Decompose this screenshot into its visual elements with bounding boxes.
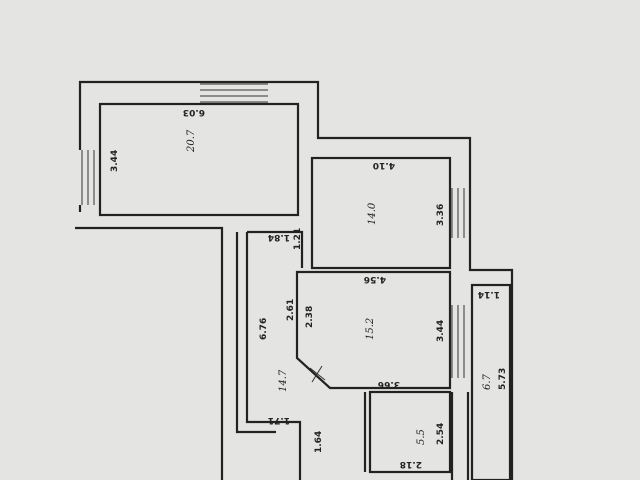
window-right (451, 188, 465, 238)
window-top (200, 83, 268, 103)
room-right-wall (310, 156, 452, 270)
dim-middle-wall-a: 2.61 (286, 299, 296, 321)
room-top-wall (98, 102, 300, 217)
dim-top-room-width: 6.03 (183, 107, 205, 117)
dim-bath-width: 2.18 (400, 459, 422, 469)
dim-entry-depth: 1.64 (314, 431, 324, 453)
dim-corridor-length: 6.76 (259, 318, 269, 340)
dim-bath-depth: 2.54 (436, 423, 446, 445)
window-middle (451, 305, 465, 378)
dim-corridor-top: 1.84 (268, 232, 290, 242)
outer-wall (78, 80, 514, 480)
outer-wall-left (75, 205, 224, 480)
area-balcony: 6.7 (482, 373, 493, 390)
dim-middle-room-width: 4.56 (364, 274, 386, 284)
bathroom-wall (368, 390, 452, 474)
dim-middle-room-depth: 3.44 (436, 320, 446, 342)
area-room-middle: 15.2 (365, 318, 376, 340)
window-left (81, 150, 95, 205)
area-room-right: 14.0 (367, 202, 378, 225)
dim-middle-wall-b: 2.38 (305, 306, 315, 328)
dim-middle-room-bottom: 3.66 (378, 379, 400, 389)
area-bathroom: 5.5 (416, 429, 427, 445)
dim-balcony-length: 5.73 (498, 368, 508, 390)
room-middle-wall (295, 270, 452, 390)
area-corridor: 14.7 (278, 369, 289, 392)
area-room-top: 20.7 (186, 129, 197, 153)
door-mark (309, 365, 326, 383)
right-wall (450, 392, 470, 480)
balcony-wall (470, 283, 512, 480)
dim-right-room-depth: 3.36 (436, 204, 446, 226)
dim-right-room-width: 4.10 (373, 160, 395, 170)
dim-corridor-door: 1.21 (293, 228, 303, 250)
corridor-wall (235, 230, 304, 480)
dim-top-room-depth: 3.44 (110, 150, 120, 172)
dim-balcony-width: 1.14 (478, 289, 500, 299)
dim-entry-width: 1.71 (268, 415, 290, 425)
